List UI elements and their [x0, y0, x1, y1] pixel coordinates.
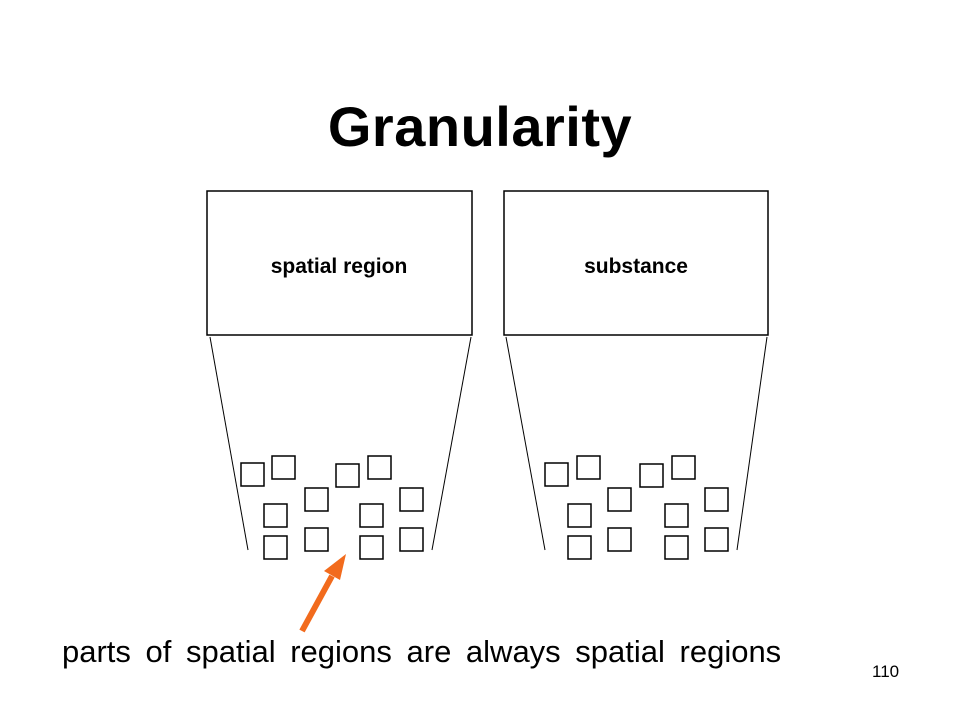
spatial-region-funnel-left-line — [209, 336, 249, 551]
part-square — [359, 535, 384, 560]
slide-title: Granularity — [327, 95, 633, 158]
part-square — [304, 527, 329, 552]
part-square — [263, 535, 288, 560]
part-square — [607, 527, 632, 552]
part-square — [335, 463, 360, 488]
part-square — [704, 487, 729, 512]
substance-funnel-left-line — [505, 336, 546, 551]
substance-label: substance — [584, 255, 688, 278]
part-square — [567, 503, 592, 528]
part-square — [399, 527, 424, 552]
orange-arrow-icon — [299, 554, 346, 633]
arrow-shaft — [299, 574, 335, 633]
part-square — [664, 503, 689, 528]
caption: parts of spatial regions are always spat… — [62, 634, 782, 669]
part-square — [263, 503, 288, 528]
part-square — [704, 527, 729, 552]
part-square — [567, 535, 592, 560]
part-square — [359, 503, 384, 528]
substance-box — [503, 190, 769, 336]
substance-group: substance — [503, 190, 769, 560]
part-square — [304, 487, 329, 512]
page-number: 110 — [872, 662, 900, 681]
spatial-region-box — [206, 190, 473, 336]
part-square — [399, 487, 424, 512]
part-square — [607, 487, 632, 512]
substance-funnel-right-line — [736, 336, 768, 551]
part-square — [639, 463, 664, 488]
spatial-region-parts — [240, 455, 424, 560]
spatial-region-funnel-right-line — [431, 336, 472, 551]
part-square — [240, 462, 265, 487]
part-square — [271, 455, 296, 480]
part-square — [664, 535, 689, 560]
part-square — [576, 455, 601, 480]
part-square — [367, 455, 392, 480]
part-square — [544, 462, 569, 487]
spatial-region-label: spatial region — [271, 255, 408, 278]
spatial-region-group: spatial region — [206, 190, 473, 560]
arrow-head — [324, 554, 346, 580]
substance-parts — [544, 455, 729, 560]
part-square — [671, 455, 696, 480]
